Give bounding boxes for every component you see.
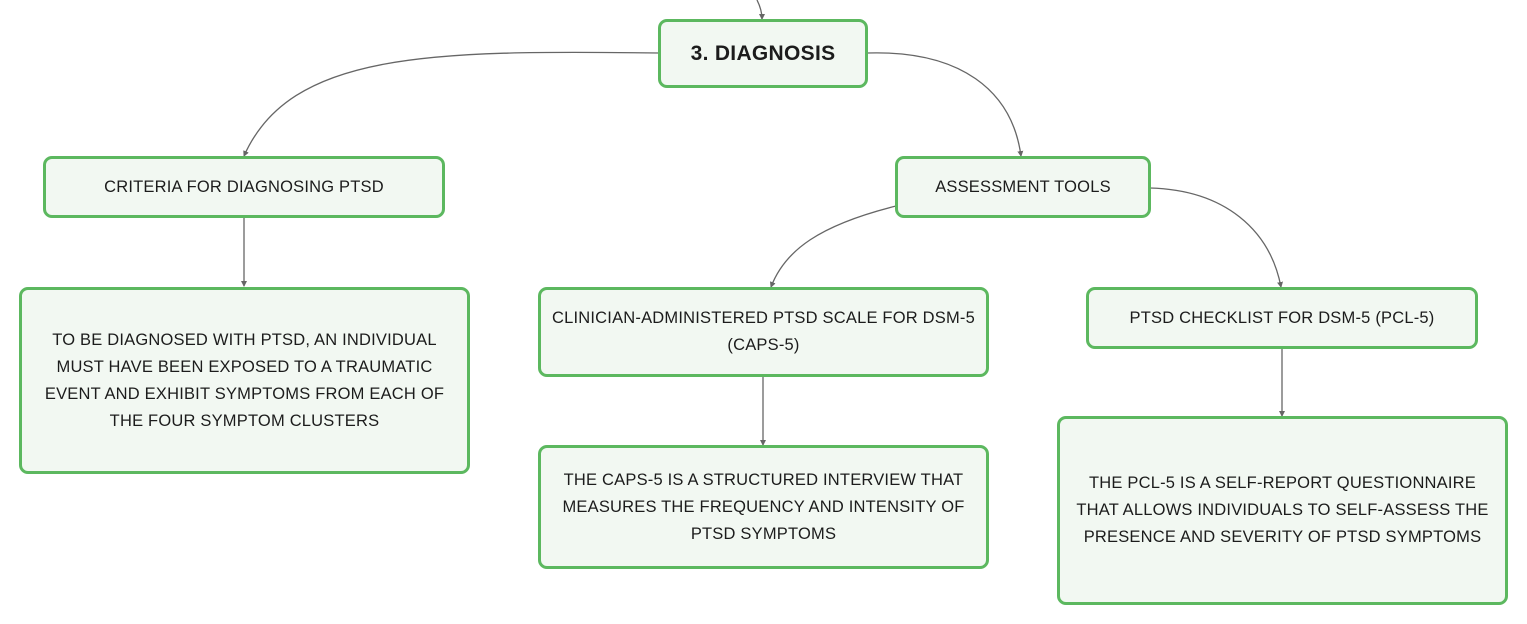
node-pcl5[interactable]: PTSD CHECKLIST FOR DSM-5 (PCL-5) [1086, 287, 1478, 349]
node-criteria-detail[interactable]: TO BE DIAGNOSED WITH PTSD, AN INDIVIDUAL… [19, 287, 470, 474]
node-criteria[interactable]: CRITERIA FOR DIAGNOSING PTSD [43, 156, 445, 218]
connector-assessment-to-caps [769, 205, 897, 288]
connector-root-to-assessment [866, 52, 1024, 157]
node-caps5-detail[interactable]: THE CAPS-5 IS A STRUCTURED INTERVIEW THA… [538, 445, 989, 569]
node-pcl5-detail[interactable]: THE PCL-5 IS A SELF-REPORT QUESTIONNAIRE… [1057, 416, 1508, 605]
connector-assessment-to-pcl [1149, 187, 1283, 288]
connector-root-to-criteria [243, 51, 660, 157]
connector-parent-to-root [756, 0, 765, 20]
node-caps5-detail-text: THE CAPS-5 IS A STRUCTURED INTERVIEW THA… [562, 470, 965, 543]
node-pcl5-label: PTSD CHECKLIST FOR DSM-5 (PCL-5) [1129, 308, 1435, 327]
node-diagnosis-label: 3. DIAGNOSIS [690, 42, 836, 65]
node-caps5-label: CLINICIAN-ADMINISTERED PTSD SCALE FOR DS… [552, 309, 975, 354]
node-assessment-tools-label: ASSESSMENT TOOLS [935, 177, 1111, 196]
node-criteria-label: CRITERIA FOR DIAGNOSING PTSD [104, 177, 384, 196]
node-criteria-detail-text: TO BE DIAGNOSED WITH PTSD, AN INDIVIDUAL… [44, 330, 445, 430]
node-diagnosis[interactable]: 3. DIAGNOSIS [658, 19, 868, 88]
node-caps5[interactable]: CLINICIAN-ADMINISTERED PTSD SCALE FOR DS… [538, 287, 989, 377]
node-assessment-tools[interactable]: ASSESSMENT TOOLS [895, 156, 1151, 218]
node-pcl5-detail-text: THE PCL-5 IS A SELF-REPORT QUESTIONNAIRE… [1076, 474, 1489, 546]
